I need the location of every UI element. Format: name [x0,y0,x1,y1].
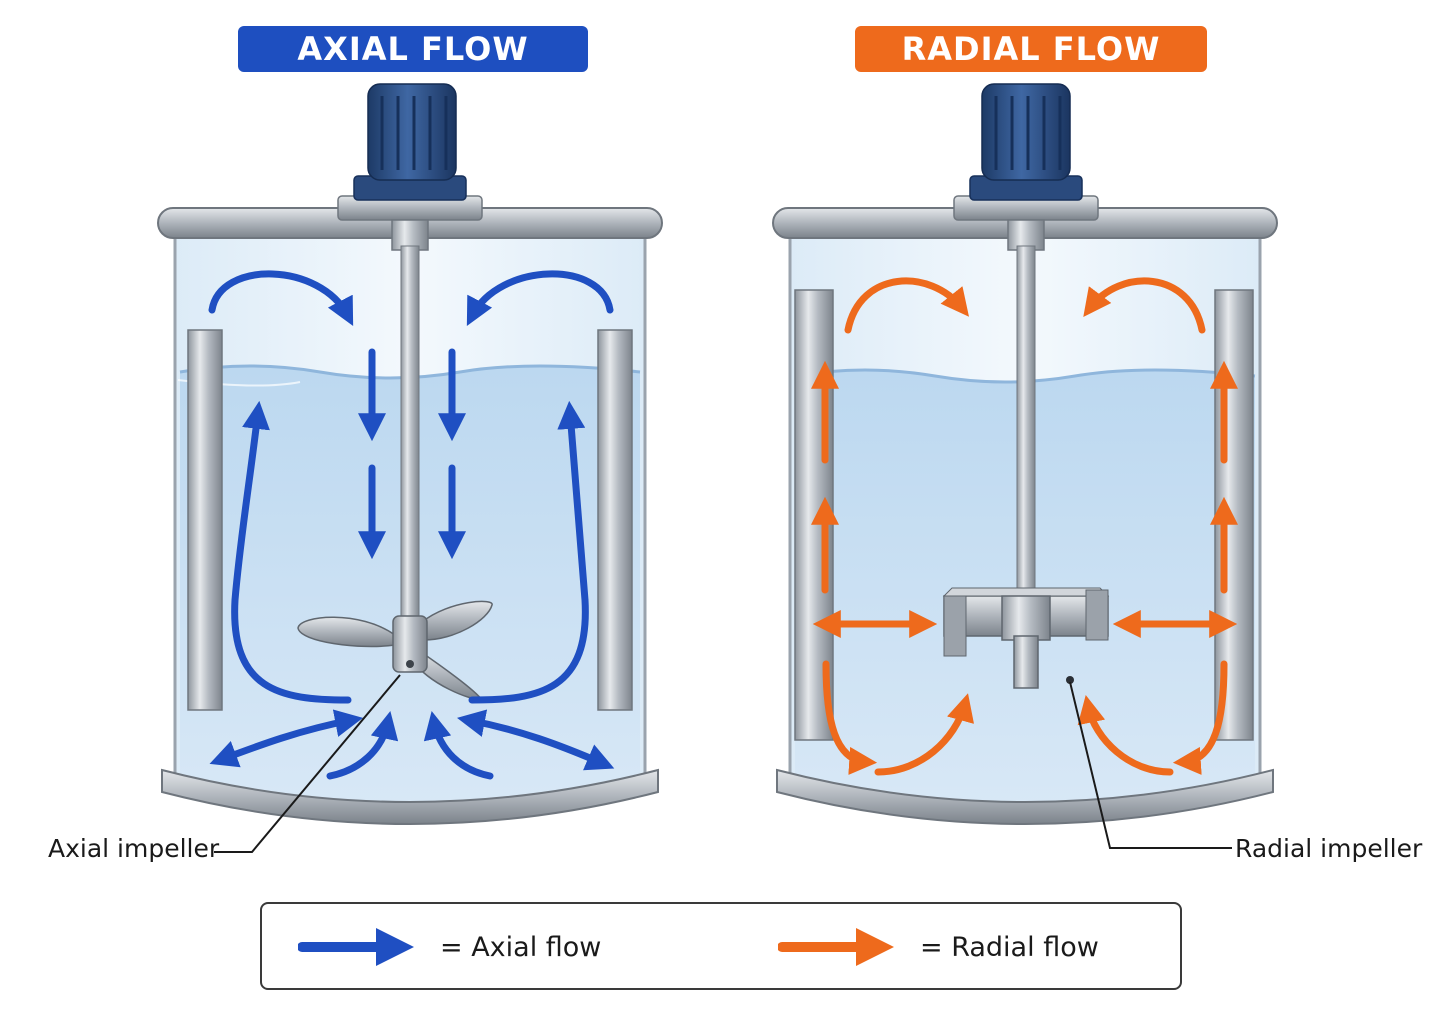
legend: = Axial flow = Radial flow [260,902,1182,990]
axial-impeller-label: Axial impeller [48,834,220,863]
radial-motor [953,83,1099,251]
right-baffle [597,329,633,711]
orange-arrow-icon [778,928,894,966]
blue-arrow-icon [298,928,414,966]
radial-flow-title: RADIAL FLOW [855,26,1207,72]
axial-shaft [400,245,420,627]
axial-callout-leader [214,674,401,853]
axial-flow-title: AXIAL FLOW [238,26,588,72]
legend-item-radial: = Radial flow [778,922,1099,972]
legend-item-axial: = Axial flow [298,922,601,972]
radial-shaft [1016,245,1036,607]
tank-base [776,768,1274,825]
axial-flow-arrows [208,270,615,780]
radial-callout-leader [1069,681,1232,849]
axial-impeller [297,600,493,701]
radial-flow-arrows [811,277,1238,776]
left-baffle [187,329,223,711]
legend-radial-label: = Radial flow [920,931,1099,963]
legend-axial-label: = Axial flow [440,931,602,963]
radial-impeller [942,587,1110,689]
radial-impeller-label: Radial impeller [1235,834,1423,863]
